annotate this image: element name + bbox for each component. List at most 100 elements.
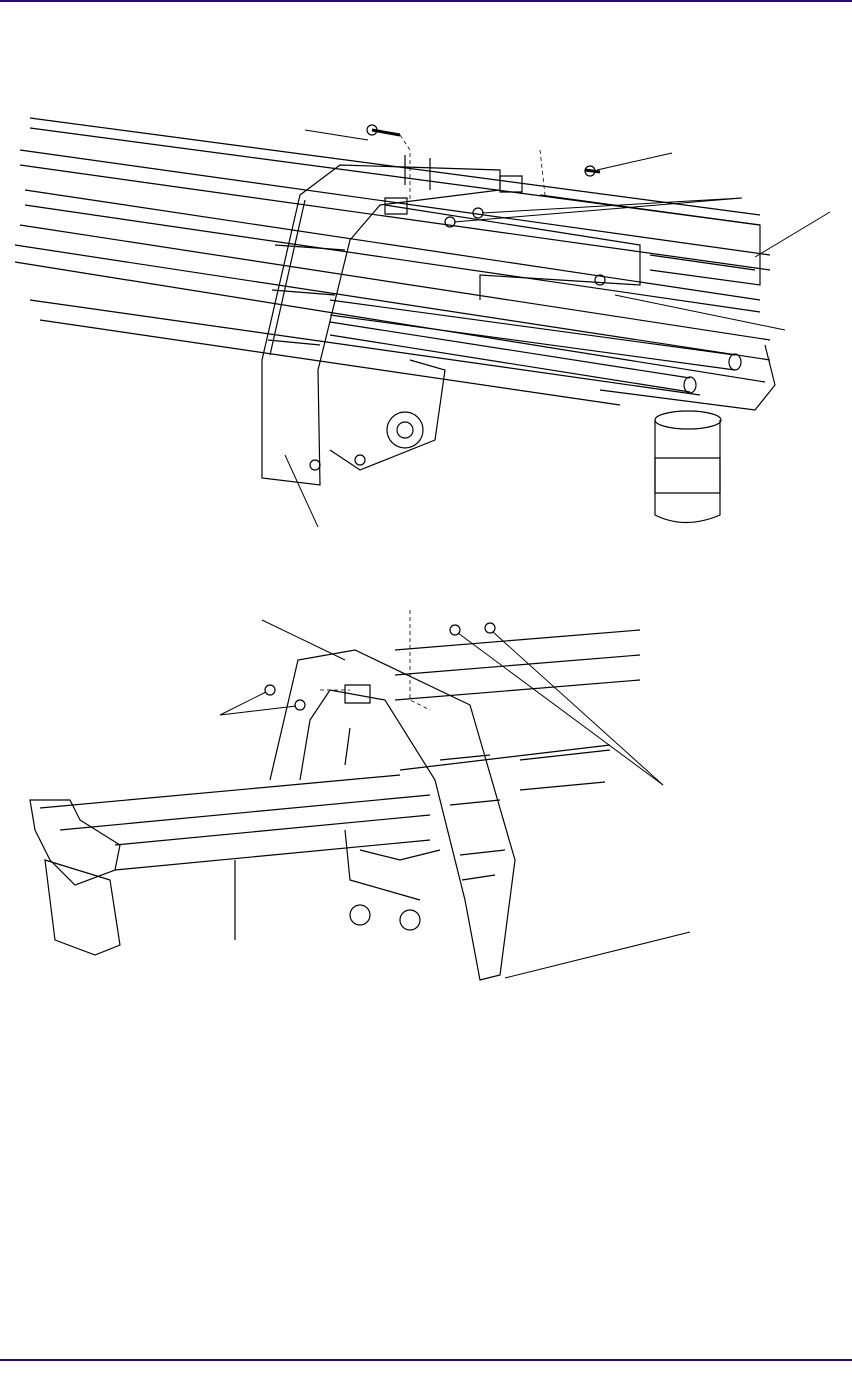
- drawing-stroke: [20, 225, 770, 340]
- drawing-stroke: [650, 255, 755, 270]
- drawing-stroke: [30, 800, 120, 885]
- drawing-stroke: [270, 650, 515, 980]
- drawing-stroke: [330, 335, 690, 392]
- top-cover-channel: [540, 195, 760, 285]
- drawing-stroke: [460, 850, 505, 855]
- drawing-stroke: [655, 458, 720, 493]
- back-rails: [395, 630, 640, 790]
- leader-line: [505, 932, 690, 978]
- drawing-stroke: [30, 300, 700, 395]
- drawing-stroke: [45, 860, 120, 955]
- callout-leaders: [285, 130, 830, 527]
- leader-line: [262, 620, 345, 660]
- drawing-stroke: [395, 655, 640, 675]
- bracket: [270, 650, 515, 980]
- drawing-stroke: [395, 680, 640, 700]
- drawing-stroke: [440, 755, 490, 760]
- drawing-stroke: [410, 610, 430, 710]
- drawing-stroke: [450, 800, 500, 805]
- drawing-stroke: [345, 685, 370, 703]
- drawing-stroke: [15, 245, 770, 360]
- screws: [367, 125, 600, 227]
- drawing-stroke: [355, 455, 365, 465]
- drawing-stroke: [540, 195, 760, 285]
- drawing-stroke: [115, 840, 430, 870]
- drawing-stroke: [310, 460, 320, 470]
- drawing-stroke: [115, 815, 430, 845]
- drawing-stroke: [595, 275, 605, 285]
- rods: [330, 300, 741, 393]
- drawing-stroke: [684, 377, 696, 393]
- drawing-stroke: [265, 685, 275, 695]
- header-rule: [0, 0, 852, 2]
- drawing-stroke: [385, 198, 407, 214]
- motor: [655, 411, 721, 523]
- drawing-stroke: [350, 905, 370, 925]
- drawing-stroke: [485, 623, 495, 633]
- drawing-stroke: [385, 205, 640, 300]
- drawing-stroke: [500, 176, 522, 192]
- drawing-stroke: [462, 875, 495, 880]
- dashed-guides: [400, 135, 545, 200]
- drawing-stroke: [387, 412, 423, 448]
- drawing-stroke: [330, 360, 445, 470]
- drawing-stroke: [270, 200, 305, 355]
- leader-line: [755, 212, 830, 257]
- drawing-stroke: [295, 700, 305, 710]
- leader-line: [458, 633, 663, 785]
- drawing-stroke: [520, 750, 610, 760]
- drawing-stroke: [395, 630, 640, 650]
- leader-line: [454, 198, 742, 222]
- drawing-stroke: [655, 420, 720, 523]
- drawing-stroke: [275, 245, 345, 250]
- mounting-plates: [385, 176, 522, 214]
- drawing-stroke: [400, 745, 610, 770]
- side-plate: [385, 205, 640, 300]
- drawing-stroke: [20, 165, 770, 270]
- drawing-stroke: [450, 625, 460, 635]
- drawing-stroke: [397, 422, 413, 438]
- drawing-stroke: [330, 322, 690, 378]
- drawing-stroke: [400, 135, 410, 200]
- leader-line: [305, 130, 368, 140]
- drawing-stroke: [40, 775, 400, 808]
- leader-line: [615, 295, 785, 330]
- drawing-stroke: [473, 208, 483, 218]
- drawing-stroke: [655, 411, 721, 429]
- drawing-stroke: [20, 150, 770, 255]
- footer-rule: [0, 1359, 852, 1361]
- leader-line: [220, 706, 296, 715]
- drawing-stroke: [345, 728, 350, 765]
- leader-line: [220, 692, 266, 715]
- drawing-stroke: [268, 340, 320, 345]
- leader-line: [597, 153, 672, 170]
- drive-mechanism: [310, 360, 445, 470]
- figure-2-illustration: [0, 595, 852, 995]
- drawing-stroke: [15, 262, 765, 382]
- callout-leaders: [220, 620, 690, 978]
- drawing-stroke: [367, 125, 377, 135]
- drawing-stroke: [360, 850, 440, 860]
- leader-line: [493, 632, 663, 785]
- drawing-stroke: [330, 300, 735, 355]
- drawing-stroke: [520, 782, 605, 790]
- drive-mechanism: [235, 830, 440, 940]
- rails: [15, 118, 775, 410]
- dashed-guides: [320, 610, 430, 710]
- drawing-stroke: [40, 320, 620, 405]
- drawing-stroke: [345, 830, 420, 900]
- drawing-stroke: [60, 795, 430, 830]
- leader-line: [482, 198, 742, 213]
- figure-1-illustration: [0, 100, 852, 540]
- drawing-stroke: [262, 165, 500, 485]
- drawing-stroke: [600, 345, 775, 410]
- front-beam: [30, 775, 430, 955]
- drawing-stroke: [540, 150, 545, 195]
- drawing-stroke: [585, 170, 600, 172]
- leader-line: [285, 455, 318, 527]
- drawing-stroke: [272, 290, 335, 295]
- drawing-stroke: [585, 166, 595, 176]
- drawing-stroke: [25, 190, 760, 300]
- screws: [265, 623, 495, 710]
- drawing-stroke: [729, 354, 741, 370]
